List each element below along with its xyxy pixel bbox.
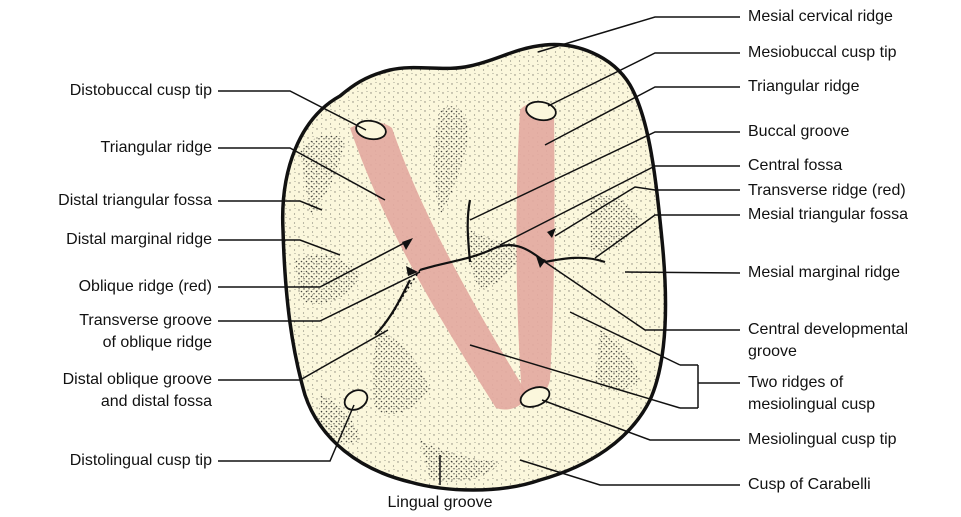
- label-triangular-ridge-right: Triangular ridge: [748, 77, 859, 97]
- label-mesiobuccal-cusp-tip: Mesiobuccal cusp tip: [748, 43, 897, 63]
- label-distobuccal-cusp-tip: Distobuccal cusp tip: [0, 81, 212, 101]
- transverse-ridge-red: [516, 103, 554, 400]
- label-distal-oblique-groove-line1: Distal oblique groove: [0, 370, 212, 390]
- label-distal-oblique-groove-line2: and distal fossa: [0, 392, 212, 412]
- label-central-developmental-groove-line2: groove: [748, 342, 797, 362]
- label-lingual-groove: Lingual groove: [380, 493, 500, 513]
- label-transverse-groove-line2: of oblique ridge: [0, 333, 212, 353]
- label-distal-marginal-ridge: Distal marginal ridge: [0, 230, 212, 250]
- label-mesial-cervical-ridge: Mesial cervical ridge: [748, 7, 893, 27]
- label-central-fossa: Central fossa: [748, 156, 842, 176]
- label-central-developmental-groove-line1: Central developmental: [748, 320, 908, 340]
- label-triangular-ridge-left: Triangular ridge: [0, 138, 212, 158]
- label-mesial-triangular-fossa: Mesial triangular fossa: [748, 205, 908, 225]
- label-mesiolingual-cusp-tip: Mesiolingual cusp tip: [748, 430, 897, 450]
- label-cusp-of-carabelli: Cusp of Carabelli: [748, 475, 871, 495]
- label-distolingual-cusp-tip: Distolingual cusp tip: [0, 451, 212, 471]
- label-two-ridges-line2: mesiolingual cusp: [748, 395, 875, 415]
- label-distal-triangular-fossa: Distal triangular fossa: [0, 191, 212, 211]
- label-mesial-marginal-ridge: Mesial marginal ridge: [748, 263, 900, 283]
- label-oblique-ridge-red: Oblique ridge (red): [0, 277, 212, 297]
- label-buccal-groove: Buccal groove: [748, 122, 849, 142]
- label-transverse-groove-line1: Transverse groove: [0, 311, 212, 331]
- label-two-ridges-line1: Two ridges of: [748, 373, 843, 393]
- label-transverse-ridge-red: Transverse ridge (red): [748, 181, 906, 201]
